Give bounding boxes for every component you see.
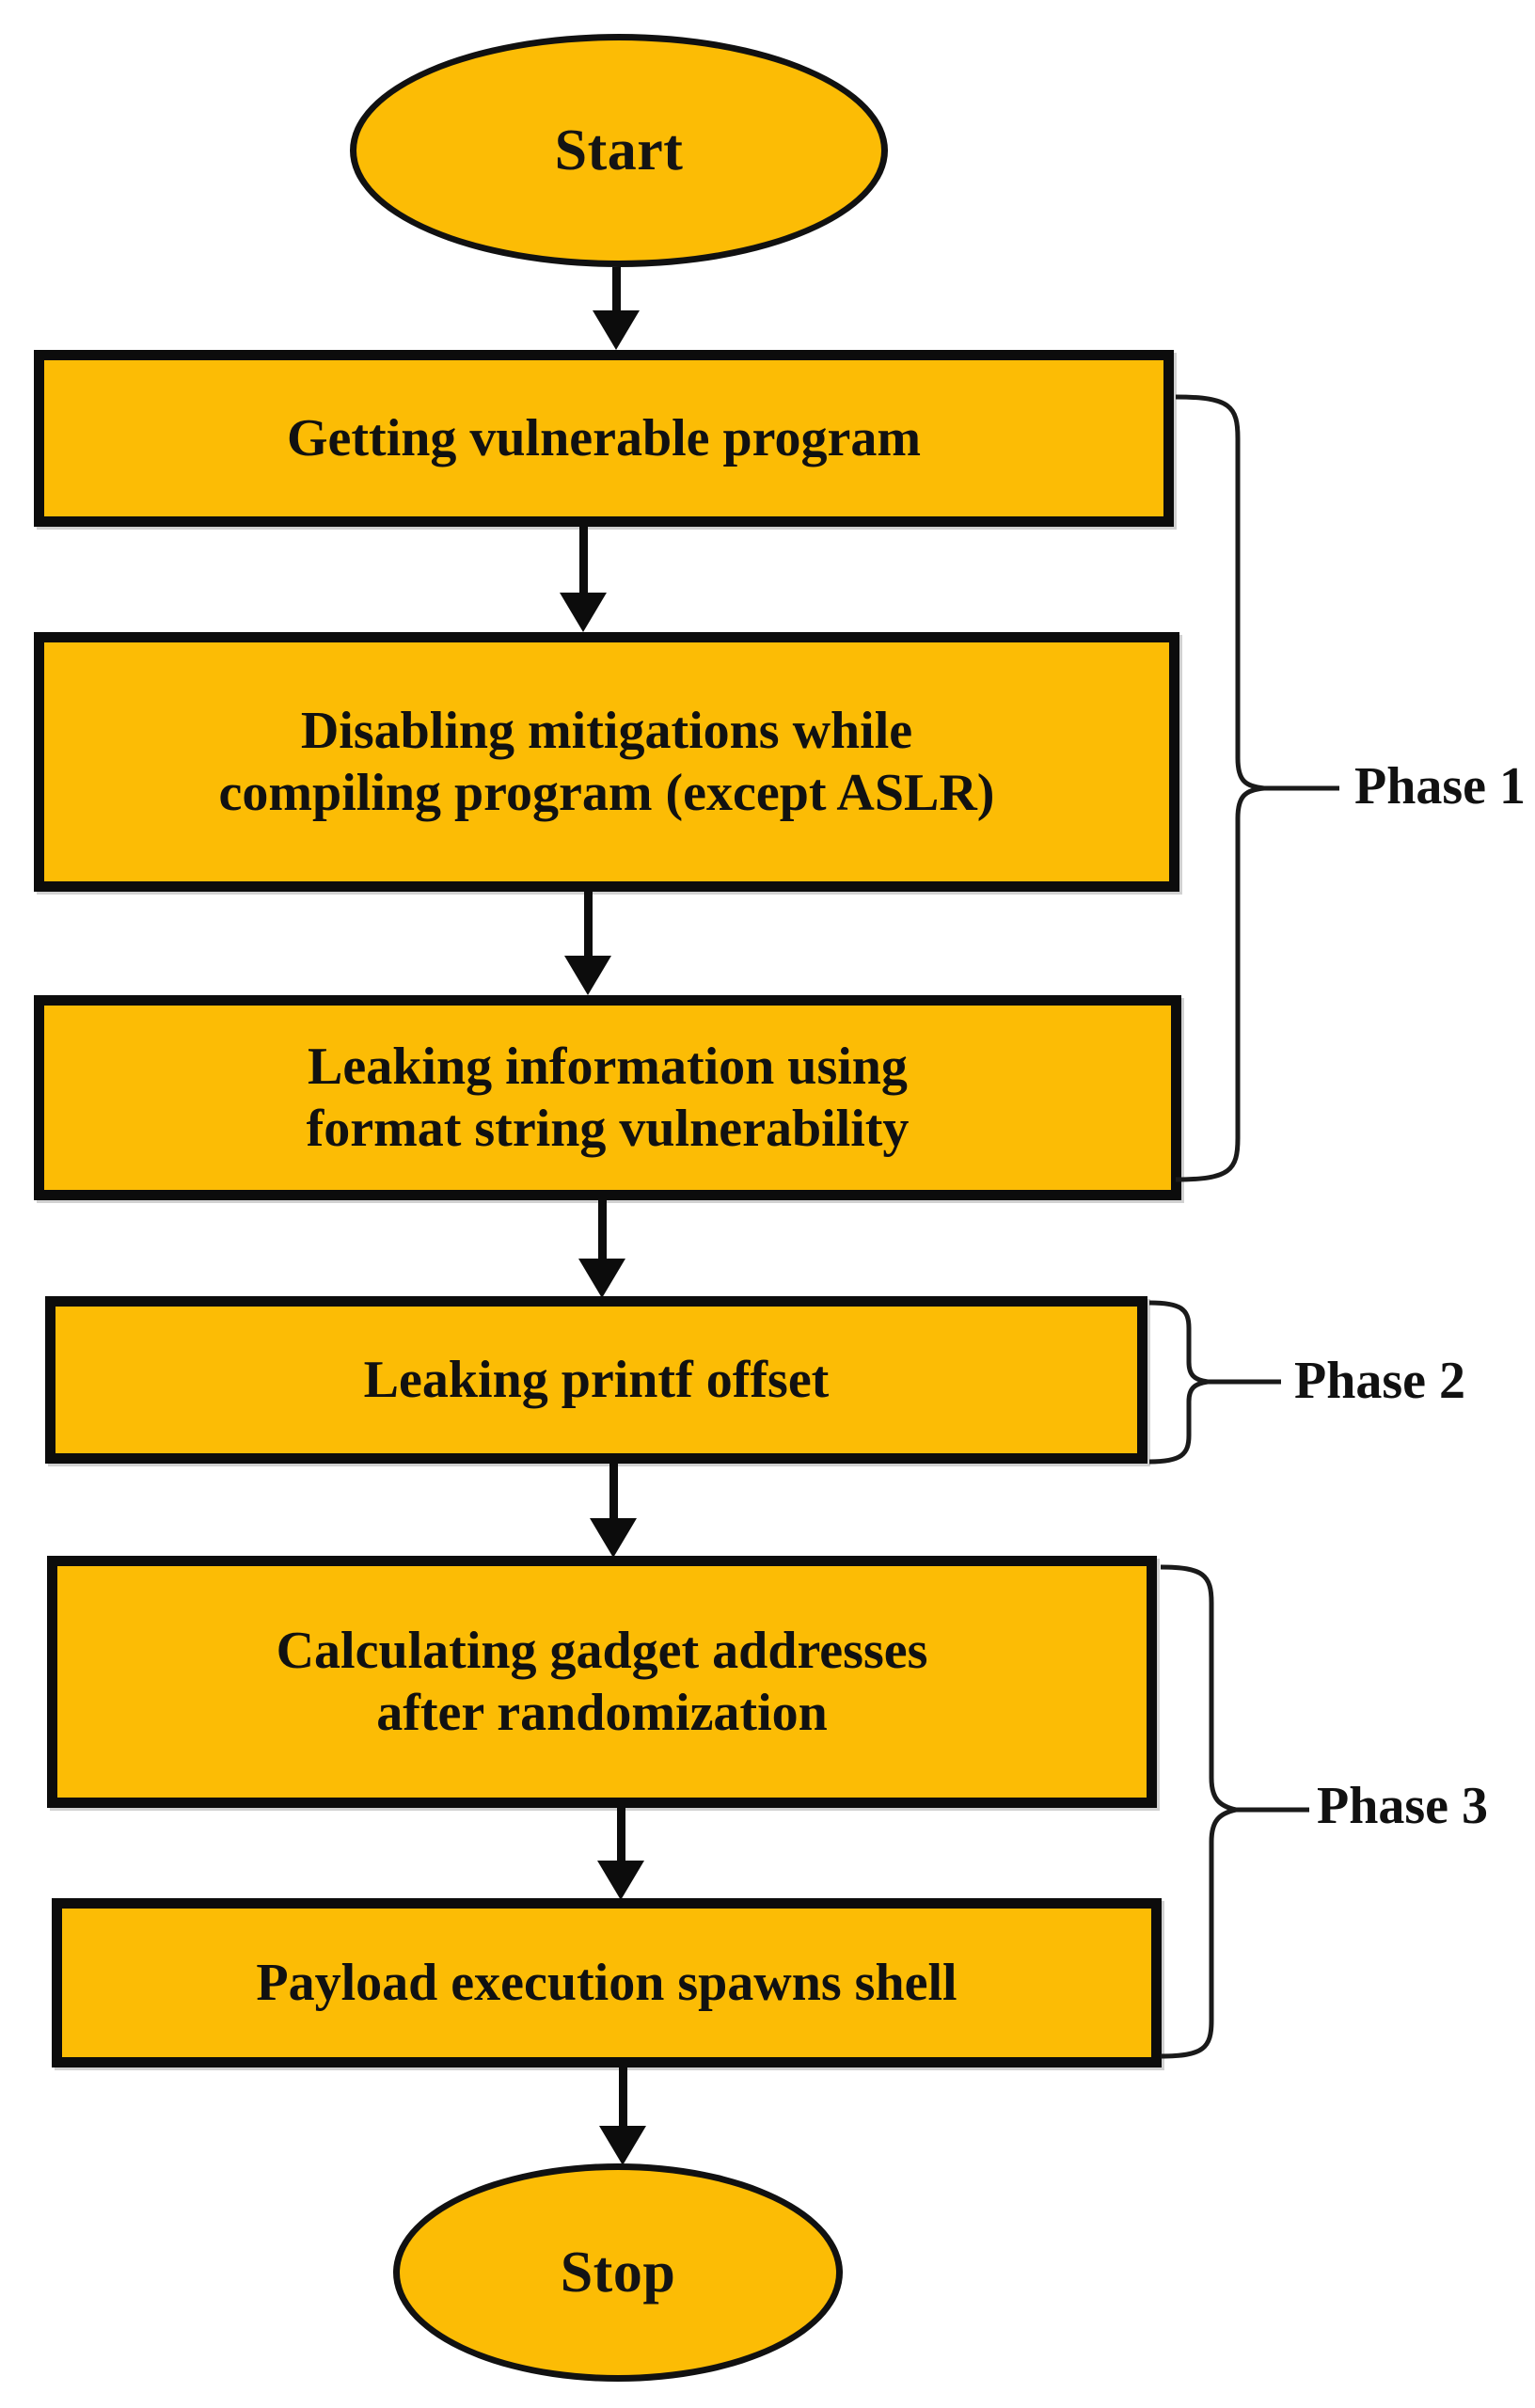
brace-icon xyxy=(1148,1300,1281,1465)
edge-shaft xyxy=(611,267,621,316)
edge-shaft xyxy=(578,527,588,596)
phase1-brace xyxy=(1174,393,1343,1183)
arrowhead-icon xyxy=(560,593,607,632)
node-start[interactable]: Start xyxy=(350,34,888,267)
node-step4-label: Leaking printf offset xyxy=(363,1350,830,1409)
node-start-label: Start xyxy=(554,119,684,182)
arrowhead-icon xyxy=(564,956,611,995)
edge-shaft xyxy=(616,1808,625,1864)
phase3-brace xyxy=(1159,1563,1328,2064)
arrowhead-icon xyxy=(593,310,640,350)
node-step1[interactable]: Getting vulnerable program xyxy=(34,350,1174,527)
node-step2[interactable]: Disabling mitigations while compiling pr… xyxy=(34,632,1179,892)
arrowhead-icon xyxy=(597,1861,644,1900)
brace-icon xyxy=(1175,394,1339,1182)
node-step5[interactable]: Calculating gadget addresses after rando… xyxy=(47,1556,1157,1808)
edge-shaft xyxy=(583,892,593,959)
node-stop[interactable]: Stop xyxy=(393,2163,843,2382)
brace-icon xyxy=(1160,1564,1309,2059)
phase2-label: Phase 2 xyxy=(1294,1352,1465,1410)
node-step2-label: Disabling mitigations while compiling pr… xyxy=(218,701,995,822)
node-step1-label: Getting vulnerable program xyxy=(286,408,922,467)
node-step4[interactable]: Leaking printf offset xyxy=(45,1296,1147,1464)
node-stop-label: Stop xyxy=(560,2241,676,2305)
node-step3-label: Leaking information using format string … xyxy=(306,1037,910,1158)
phase1-label: Phase 1 xyxy=(1354,757,1526,816)
node-step5-label: Calculating gadget addresses after rando… xyxy=(276,1621,928,1742)
arrowhead-icon xyxy=(590,1518,637,1558)
edge-shaft xyxy=(618,2067,627,2130)
phase2-brace xyxy=(1147,1300,1317,1465)
arrowhead-icon xyxy=(578,1259,625,1298)
edge-shaft xyxy=(609,1464,618,1522)
arrowhead-icon xyxy=(599,2126,646,2165)
phase3-label: Phase 3 xyxy=(1317,1777,1488,1835)
node-step6-label: Payload execution spawns shell xyxy=(256,1953,957,2012)
node-step3[interactable]: Leaking information using format string … xyxy=(34,995,1181,1200)
edge-shaft xyxy=(597,1200,607,1260)
node-step6[interactable]: Payload execution spawns shell xyxy=(52,1898,1162,2067)
